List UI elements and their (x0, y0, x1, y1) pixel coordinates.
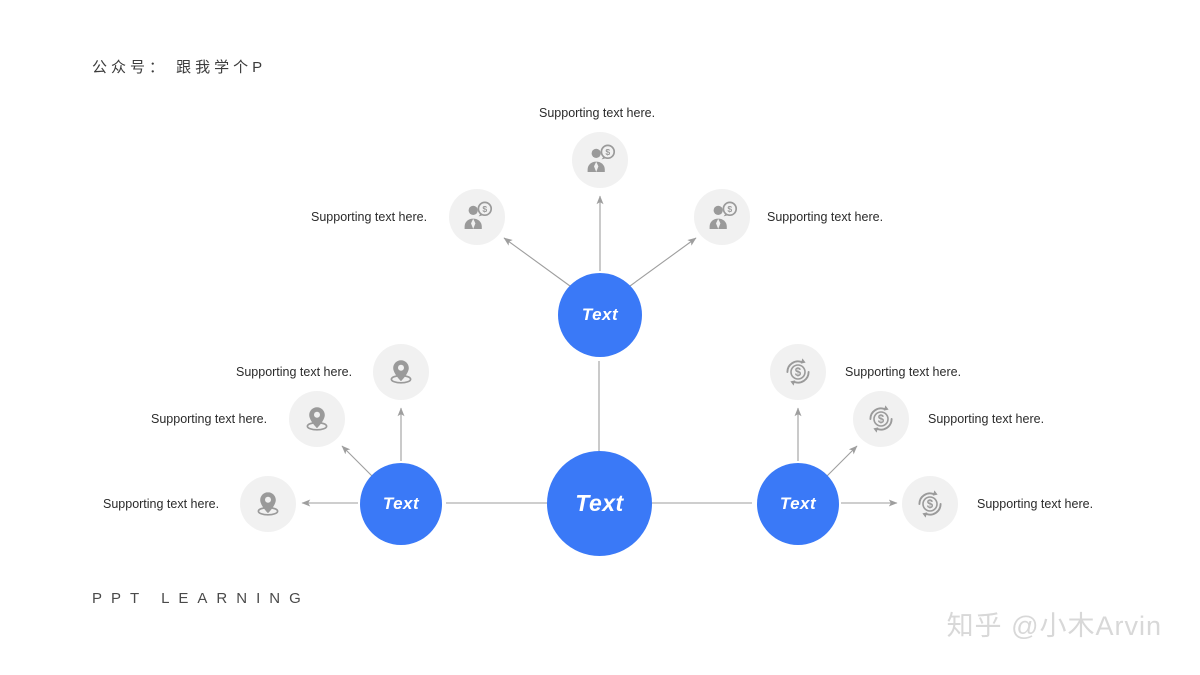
icon-bubble-top-up[interactable]: $ (572, 132, 628, 188)
footer-brand: PPT LEARNING (92, 590, 310, 607)
support-label-left-horiz: Supporting text here. (103, 497, 220, 511)
support-label-left-up: Supporting text here. (236, 365, 353, 379)
icon-bubble-right-up[interactable]: $ (770, 344, 826, 400)
svg-text:$: $ (795, 367, 802, 379)
icon-bubble-left-horiz[interactable] (240, 476, 296, 532)
node-left[interactable]: Text (360, 463, 442, 545)
node-left-label: Text (382, 494, 420, 513)
icon-bubble-left-up[interactable] (373, 344, 429, 400)
connector-top-right (629, 237, 697, 287)
support-label-right-horiz: Supporting text here. (977, 497, 1094, 511)
support-label-top-left: Supporting text here. (311, 210, 428, 224)
node-top[interactable]: Text (558, 273, 642, 357)
svg-text:$: $ (727, 204, 732, 214)
node-center-label: Text (575, 490, 624, 516)
watermark: 知乎 @小木Arvin (946, 611, 1162, 641)
location-pin-icon (301, 403, 333, 435)
node-center[interactable]: Text (547, 451, 652, 556)
location-pin-icon (252, 488, 284, 520)
support-label-right-diag: Supporting text here. (928, 412, 1045, 426)
icon-bubble-top-right[interactable]: $ (694, 189, 750, 245)
location-pin-icon (385, 356, 417, 388)
person-money-icon: $ (705, 200, 739, 234)
money-cycle-icon: $ (914, 488, 946, 520)
svg-text:$: $ (927, 499, 934, 511)
money-cycle-icon: $ (782, 356, 814, 388)
connector-left-diag (341, 445, 374, 478)
svg-text:$: $ (482, 204, 487, 214)
svg-text:$: $ (605, 147, 610, 157)
connector-top-left (503, 237, 571, 287)
support-label-top-right: Supporting text here. (767, 210, 884, 224)
icon-bubble-right-horiz[interactable]: $ (902, 476, 958, 532)
person-money-icon: $ (583, 143, 617, 177)
icon-bubble-top-left[interactable]: $ (449, 189, 505, 245)
node-right[interactable]: Text (757, 463, 839, 545)
icon-bubble-left-diag[interactable] (289, 391, 345, 447)
node-top-label: Text (581, 305, 619, 324)
money-cycle-icon: $ (865, 403, 897, 435)
support-label-right-up: Supporting text here. (845, 365, 962, 379)
node-right-label: Text (779, 494, 817, 513)
support-label-top-up: Supporting text here. (539, 106, 656, 120)
connector-right-diag (825, 445, 858, 478)
header-kicker: 公众号： 跟我学个P (92, 59, 267, 76)
support-label-left-diag: Supporting text here. (151, 412, 268, 426)
person-money-icon: $ (460, 200, 494, 234)
icon-bubble-right-diag[interactable]: $ (853, 391, 909, 447)
svg-text:$: $ (878, 414, 885, 426)
